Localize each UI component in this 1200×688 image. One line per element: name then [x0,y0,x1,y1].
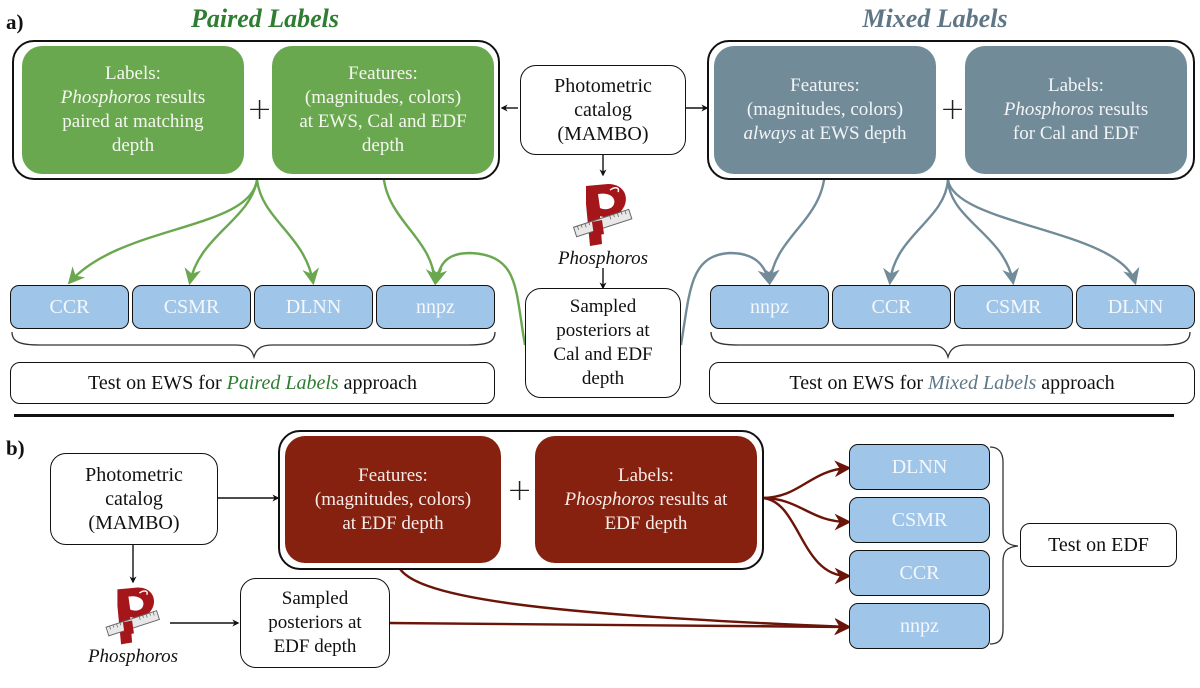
sampled-posteriors-box-b[interactable]: Sampled posteriors at EDF depth [240,578,390,668]
algo-dlnn-edf[interactable]: DLNN [849,444,990,490]
labels-line2: results [1093,99,1149,120]
features-line2: (magnitudes, colors) [314,488,472,510]
brace-mixed [710,331,1191,360]
sampled-line2: posteriors at [268,612,362,633]
labels-line3: paired at matching [62,111,204,132]
algo-dlnn-paired[interactable]: DLNN [254,285,373,329]
arrow-labels-to-dlnn-mixed [946,179,1140,286]
phosphoros-term: Phosphoros [60,87,151,108]
labels-heading: Labels: [105,63,161,84]
features-line2: (magnitudes, colors) [304,87,462,108]
plus-sign: + [507,473,533,508]
paired-features-box: Features: (magnitudes, colors) at EWS, C… [272,46,494,174]
phosphoros-term: Phosphoros [564,488,655,510]
features-heading: Features: [348,63,418,84]
sampled-line1: Sampled [281,588,349,609]
features-line3: at EWS depth [796,123,907,144]
photometric-catalog-box-a[interactable]: Photometric catalog (MAMBO) [520,65,686,155]
labels-line2: results at [654,488,728,510]
photometric-catalog-box-b[interactable]: Photometric catalog (MAMBO) [50,453,218,545]
catalog-line2: catalog [105,488,163,510]
labels-line4: depth [111,135,155,156]
algo-csmr-edf[interactable]: CSMR [849,497,990,543]
always-term: always [743,123,797,144]
labels-line3: EDF depth [604,512,688,534]
phosphoros-logo-icon [105,587,160,645]
paired-labels-term: Paired Labels [226,372,339,394]
labels-heading: Labels: [1048,75,1104,96]
sampled-line3: Cal and EDF [553,344,653,365]
sampled-line3: EDF depth [273,636,357,657]
arrow-features-to-nnpz [381,167,443,286]
panel-b-label: b) [6,436,25,460]
phosphoros-logo-b: Phosphoros [83,582,183,668]
labels-heading: Labels: [618,464,674,486]
catalog-line3: (MAMBO) [557,123,649,145]
panel-a-label: a) [6,10,24,34]
plus-sign: + [247,92,273,127]
features-heading: Features: [358,464,428,486]
algo-ccr-paired[interactable]: CCR [10,285,129,329]
algo-nnpz-paired[interactable]: nnpz [376,285,495,329]
arrow-labels-to-ccr-mixed [883,179,950,286]
features-line3: at EWS, Cal and EDF [299,111,467,132]
brace-paired [11,331,496,360]
test-suffix: approach [338,372,417,394]
arrow-labels-to-dlnn-b [761,460,852,500]
arrow-labels-to-ccr-b [761,496,852,585]
features-line2: (magnitudes, colors) [746,99,904,120]
algo-csmr-mixed[interactable]: CSMR [954,285,1073,329]
algo-nnpz-edf[interactable]: nnpz [849,603,990,649]
paired-labels-box: Labels: Phosphoros results paired at mat… [22,46,244,174]
labels-line3: for Cal and EDF [1012,123,1140,144]
labels-line2: results [150,87,206,108]
mixed-labels-title: Mixed Labels [862,4,1008,33]
arrow-labels-to-csmr-mixed [946,179,1020,286]
catalog-line1: Photometric [85,464,183,486]
features-heading: Features: [790,75,860,96]
phosphoros-caption-b: Phosphoros [87,646,179,667]
algo-csmr-paired[interactable]: CSMR [132,285,251,329]
algo-ccr-edf[interactable]: CCR [849,550,990,596]
phosphoros-logo-a: Phosphoros [553,178,653,270]
arrow-labels-to-csmr [184,179,259,286]
test-suffix: approach [1036,372,1115,394]
sampled-line2: posteriors at [556,320,650,341]
arrow-features-to-nnpz-b [395,559,852,635]
arrow-labels-to-dlnn [255,179,320,286]
mixed-features-box: Features: (magnitudes, colors) always at… [714,46,936,174]
arrow-labels-to-ccr [67,179,259,285]
features-line3: at EDF depth [342,512,444,534]
catalog-line2: catalog [574,99,632,121]
arrow-sampled-to-nnpz-b [387,618,852,636]
edf-features-box: Features: (magnitudes, colors) at EDF de… [285,436,501,563]
paired-labels-title: Paired Labels [190,4,340,33]
mixed-labels-box: Labels: Phosphoros results for Cal and E… [965,46,1187,174]
plus-sign: + [940,92,966,127]
algo-ccr-mixed[interactable]: CCR [832,285,951,329]
test-edf-box[interactable]: Test on EDF [1020,523,1177,567]
sampled-line1: Sampled [569,296,637,317]
sampled-line4: depth [581,368,625,389]
catalog-line1: Photometric [554,75,652,97]
test-prefix: Test on EWS for [789,372,928,394]
algo-nnpz-mixed[interactable]: nnpz [710,285,829,329]
test-prefix: Test on EWS for [88,372,227,394]
panel-divider [14,414,1174,417]
edf-labels-box: Labels: Phosphoros results at EDF depth [535,436,757,563]
phosphoros-caption-a: Phosphoros [557,248,649,269]
mixed-labels-term: Mixed Labels [927,372,1037,394]
arrow-labels-to-csmr-b [761,496,852,531]
arrow-features-to-nnpz-mixed [763,167,827,286]
test-mixed-box[interactable]: Test on EWS for Mixed Labels approach [709,362,1195,404]
sampled-posteriors-box-a[interactable]: Sampled posteriors at Cal and EDF depth [525,288,681,398]
test-paired-box[interactable]: Test on EWS for Paired Labels approach [10,362,495,404]
features-line4: depth [361,135,405,156]
phosphoros-logo-icon [572,184,633,246]
algo-dlnn-mixed[interactable]: DLNN [1076,285,1195,329]
phosphoros-term: Phosphoros [1003,99,1094,120]
brace-edf [989,446,1019,645]
catalog-line3: (MAMBO) [88,512,180,534]
